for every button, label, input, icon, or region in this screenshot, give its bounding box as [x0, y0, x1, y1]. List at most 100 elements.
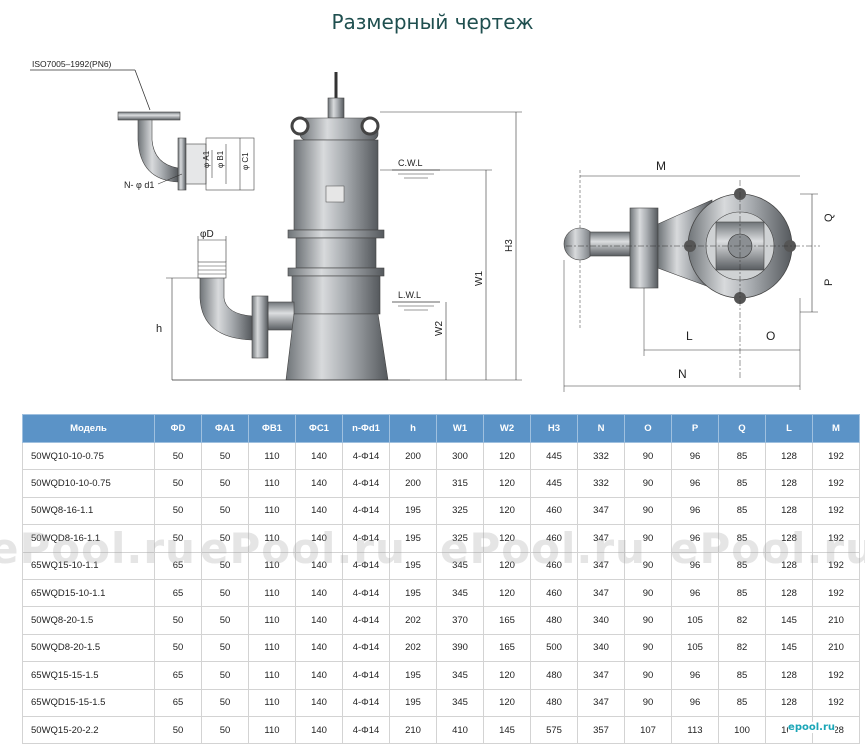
table-cell: 345	[436, 661, 484, 690]
table-cell: 85	[718, 661, 766, 690]
table-cell: 85	[718, 578, 766, 608]
table-cell: 110	[248, 688, 296, 717]
table-cell: 345	[436, 551, 484, 580]
table-cell: 90	[624, 661, 672, 690]
table-cell: 140	[295, 578, 343, 608]
table-cell: 192	[812, 551, 860, 580]
table-cell: 480	[530, 606, 578, 635]
o-label: O	[766, 329, 775, 343]
column-header: ΦC1	[295, 414, 343, 443]
table-header-row: Модель ΦD ΦA1 ΦB1 ΦC1 n-Φd1 h W1 W2 H3 N…	[22, 414, 860, 443]
table-cell: 110	[248, 524, 296, 553]
phi-d-label: φD	[200, 229, 214, 240]
table-cell: 120	[483, 688, 531, 717]
table-cell: 65	[154, 661, 202, 690]
table-cell: 96	[671, 524, 719, 553]
table-cell: 4-Φ14	[342, 606, 390, 635]
table-cell: 50	[201, 524, 249, 553]
table-cell: 90	[624, 688, 672, 717]
table-cell: 85	[718, 688, 766, 717]
table-cell: 340	[577, 633, 625, 663]
table-cell: 140	[295, 715, 343, 744]
table-cell: 325	[436, 524, 484, 553]
table-cell: 128	[765, 688, 813, 717]
dimension-drawing: ISO7005–1992(PN6) φ A1 φ B1 φ C1 N- φ d1	[30, 59, 835, 392]
table-cell: 445	[530, 469, 578, 498]
table-cell: 110	[248, 606, 296, 635]
table-cell: 195	[389, 551, 437, 580]
site-logo: epool.ru	[788, 722, 835, 733]
table-cell: 140	[295, 496, 343, 526]
table-cell: 120	[483, 524, 531, 553]
table-cell: 50	[201, 633, 249, 663]
table-cell: 50	[201, 715, 249, 744]
table-cell: 90	[624, 606, 672, 635]
table-cell: 82	[718, 606, 766, 635]
table-cell: 357	[577, 715, 625, 744]
table-cell: 202	[389, 606, 437, 635]
table-cell: 200	[389, 441, 437, 471]
table-cell: 85	[718, 551, 766, 580]
table-cell: 192	[812, 524, 860, 553]
h3-label: H3	[504, 239, 515, 252]
table-cell: 85	[718, 441, 766, 471]
model-cell: 65WQD15-15-1.5	[22, 688, 155, 717]
table-cell: 110	[248, 578, 296, 608]
l-label: L	[686, 329, 693, 343]
pump-plan-view: M Q P L O N	[563, 159, 835, 392]
column-header: H3	[530, 414, 578, 443]
w1-label: W1	[474, 271, 485, 286]
table-cell: 50	[154, 496, 202, 526]
table-cell: 210	[812, 633, 860, 663]
table-cell: 128	[765, 469, 813, 498]
table-cell: 480	[530, 661, 578, 690]
table-cell: 50	[154, 633, 202, 663]
table-cell: 128	[765, 551, 813, 580]
column-header: L	[765, 414, 813, 443]
specification-table: Модель ΦD ΦA1 ΦB1 ΦC1 n-Φd1 h W1 W2 H3 N…	[22, 414, 860, 744]
table-cell: 195	[389, 661, 437, 690]
table-cell: 110	[248, 551, 296, 580]
column-header: n-Φd1	[342, 414, 390, 443]
table-cell: 105	[671, 633, 719, 663]
column-header: M	[812, 414, 860, 443]
table-cell: 90	[624, 524, 672, 553]
table-cell: 90	[624, 551, 672, 580]
column-header: Q	[718, 414, 766, 443]
table-cell: 165	[483, 606, 531, 635]
table-cell: 96	[671, 441, 719, 471]
table-cell: 460	[530, 496, 578, 526]
table-cell: 50	[201, 441, 249, 471]
table-cell: 140	[295, 606, 343, 635]
table-cell: 165	[483, 633, 531, 663]
table-cell: 65	[154, 688, 202, 717]
table-cell: 82	[718, 633, 766, 663]
model-cell: 50WQ10-10-0.75	[22, 441, 155, 471]
table-cell: 50	[154, 524, 202, 553]
table-cell: 110	[248, 441, 296, 471]
column-header: P	[671, 414, 719, 443]
table-cell: 500	[530, 633, 578, 663]
table-cell: 200	[389, 469, 437, 498]
model-cell: 65WQ15-10-1.1	[22, 551, 155, 580]
column-header: ΦD	[154, 414, 202, 443]
table-cell: 128	[765, 496, 813, 526]
table-cell: 120	[483, 578, 531, 608]
table-cell: 90	[624, 496, 672, 526]
table-cell: 50	[154, 606, 202, 635]
table-cell: 325	[436, 496, 484, 526]
table-cell: 210	[389, 715, 437, 744]
table-cell: 140	[295, 633, 343, 663]
table-cell: 4-Φ14	[342, 469, 390, 498]
table-cell: 575	[530, 715, 578, 744]
table-cell: 460	[530, 524, 578, 553]
table-cell: 4-Φ14	[342, 715, 390, 744]
table-cell: 4-Φ14	[342, 524, 390, 553]
table-cell: 50	[201, 606, 249, 635]
table-cell: 145	[483, 715, 531, 744]
table-cell: 128	[765, 661, 813, 690]
